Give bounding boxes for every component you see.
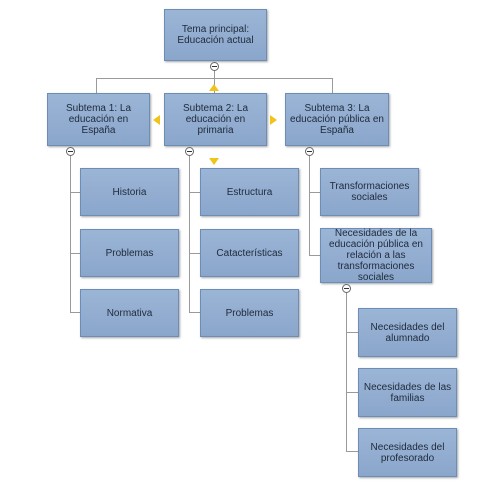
connector — [189, 253, 200, 254]
connector — [70, 312, 80, 313]
move-left-arrow-icon[interactable] — [153, 115, 160, 125]
topic-node-transformaciones-sociales[interactable]: Transformaciones sociales — [320, 168, 419, 216]
root-topic-node[interactable]: Tema principal: Educación actual — [164, 9, 267, 61]
topic-label: Necesidades de la educación pública en r… — [329, 228, 423, 283]
collapse-subtopic-2-toggle[interactable] — [185, 147, 194, 156]
topic-label: Catacterísticas — [216, 247, 283, 259]
topic-label: Necesidades del alumnado — [370, 321, 445, 344]
topic-node-historia[interactable]: Historia — [80, 168, 179, 216]
topic-label: Transformaciones sociales — [329, 181, 410, 203]
connector — [346, 392, 358, 393]
connector — [70, 192, 80, 193]
connector — [70, 253, 80, 254]
subtopic-3-label: Subtema 3: La educación pública en Españ… — [290, 103, 384, 136]
topic-label: Historia — [112, 186, 147, 198]
collapse-root-toggle[interactable] — [210, 62, 219, 71]
collapse-subtopic-1-toggle[interactable] — [66, 147, 75, 156]
connector — [96, 78, 97, 93]
connector — [332, 78, 333, 93]
topic-node-normativa[interactable]: Normativa — [80, 289, 179, 337]
subtopic-1-node[interactable]: Subtema 1: La educación en España — [47, 93, 150, 146]
subtopic-3-node[interactable]: Subtema 3: La educación pública en Españ… — [285, 93, 389, 146]
collapse-necesidades-toggle[interactable] — [342, 284, 351, 293]
connector — [346, 451, 358, 452]
root-topic-label: Tema principal: Educación actual — [177, 24, 254, 46]
subtopic-2-node[interactable]: Subtema 2: La educación en primaria — [164, 93, 267, 146]
connector — [189, 148, 190, 312]
connector — [309, 192, 320, 193]
move-right-arrow-icon[interactable] — [270, 115, 277, 125]
subtopic-2-label: Subtema 2: La educación en primaria — [182, 103, 249, 136]
topic-node-necesidades-familias[interactable]: Necesidades de las familias — [358, 368, 457, 417]
topic-label: Normativa — [106, 307, 153, 319]
connector — [309, 255, 320, 256]
connector — [70, 148, 71, 312]
collapse-subtopic-3-toggle[interactable] — [305, 147, 314, 156]
topic-node-estructura[interactable]: Estructura — [200, 168, 299, 216]
topic-label: Estructura — [226, 186, 273, 198]
connector — [189, 192, 200, 193]
topic-label: Necesidades de las familias — [363, 381, 452, 404]
topic-node-necesidades-profesorado[interactable]: Necesidades del profesorado — [358, 428, 457, 477]
move-down-arrow-icon[interactable] — [209, 158, 219, 165]
topic-label: Problemas — [225, 307, 274, 319]
connector — [346, 332, 358, 333]
topic-node-problemas[interactable]: Problemas — [80, 229, 179, 277]
connector — [189, 312, 200, 313]
topic-node-catacteristicas[interactable]: Catacterísticas — [200, 229, 299, 277]
topic-label: Necesidades del profesorado — [370, 441, 445, 464]
topic-node-necesidades-alumnado[interactable]: Necesidades del alumnado — [358, 308, 457, 357]
topic-node-problemas[interactable]: Problemas — [200, 289, 299, 337]
topic-node-necesidades-educacion-publica[interactable]: Necesidades de la educación pública en r… — [320, 228, 432, 283]
subtopic-1-label: Subtema 1: La educación en España — [65, 103, 132, 136]
connector — [309, 148, 310, 255]
move-up-arrow-icon[interactable] — [209, 84, 219, 91]
connector — [346, 284, 347, 451]
topic-label: Problemas — [105, 247, 154, 259]
